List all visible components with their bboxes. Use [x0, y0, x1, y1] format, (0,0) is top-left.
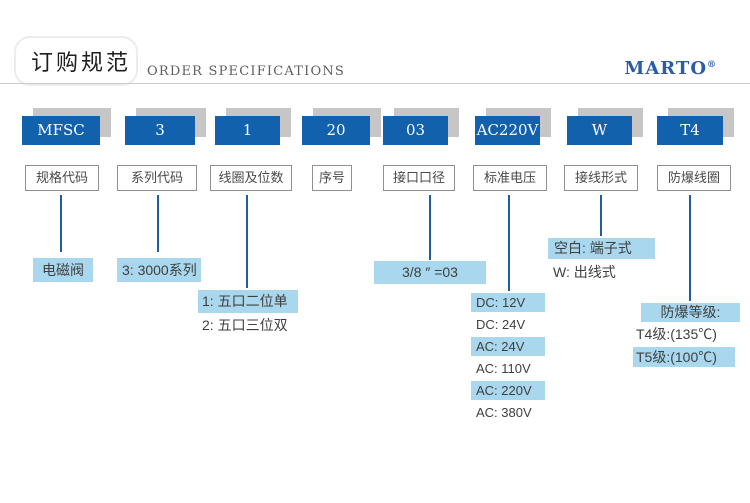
field-label-coil-positions: 线圈及位数 [210, 165, 292, 191]
brand-name: MARTO [624, 58, 707, 79]
header-divider [0, 83, 750, 84]
code-box-coil: 1 [215, 116, 280, 145]
note-leadwire-type: W: 出线式 [553, 264, 616, 280]
connector-line [246, 195, 248, 288]
code-box-series: 3 [125, 116, 195, 145]
note-terminal-type: 空白: 端子式 [548, 238, 655, 259]
note-ac-220v: AC: 220V [471, 381, 545, 400]
code-box-explosion-proof: T4 [657, 116, 723, 145]
note-port-size-03: 3/8 ″ =03 [374, 261, 486, 284]
code-box-mfsc: MFSC [22, 116, 100, 145]
field-label-wiring-type: 接线形式 [564, 165, 638, 191]
field-label-spec-code: 规格代码 [25, 165, 99, 191]
code-box-serial: 20 [302, 116, 370, 145]
note-explosion-grade: 防爆等级: [641, 303, 740, 322]
note-dc-24v: DC: 24V [476, 317, 526, 332]
note-dc-12v: DC: 12V [471, 293, 545, 312]
field-label-port-size: 接口口径 [383, 165, 455, 191]
connector-line [689, 195, 691, 301]
note-solenoid-valve: 电磁阀 [33, 258, 93, 282]
note-t5-grade: T5级:(100℃) [633, 347, 735, 367]
connector-line [600, 195, 602, 236]
page-title: 订购规范 [31, 51, 132, 76]
connector-line [429, 195, 431, 260]
note-ac-110v: AC: 110V [476, 361, 531, 376]
brand-logo: MARTO® [624, 58, 717, 79]
field-label-standard-voltage: 标准电压 [473, 165, 547, 191]
note-5port-3pos: 2: 五口三位双 [202, 317, 288, 333]
code-box-voltage: AC220V [475, 116, 540, 145]
code-box-wiring: W [567, 116, 632, 145]
page-subtitle: ORDER SPECIFICATIONS [147, 64, 346, 79]
note-5port-2pos: 1: 五口二位单 [198, 290, 298, 313]
note-t4-grade: T4级:(135℃) [636, 326, 717, 342]
note-series-3000: 3: 3000系列 [117, 258, 201, 282]
note-ac-380v: AC: 380V [476, 405, 532, 420]
note-ac-24v: AC: 24V [471, 337, 545, 356]
field-label-series-code: 系列代码 [117, 165, 197, 191]
connector-line [157, 195, 159, 252]
field-label-explosion-proof-coil: 防爆线圈 [657, 165, 731, 191]
registered-mark: ® [707, 60, 717, 70]
connector-line [508, 195, 510, 291]
code-box-port-size: 03 [383, 116, 448, 145]
connector-line [60, 195, 62, 252]
field-label-serial-number: 序号 [312, 165, 352, 191]
title-tab-outline [14, 36, 138, 86]
